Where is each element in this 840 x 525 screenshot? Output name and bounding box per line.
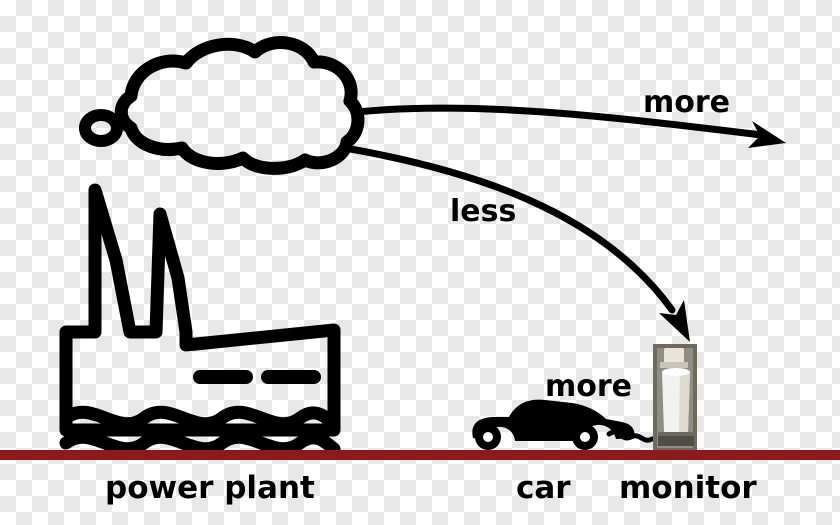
label-more-car: more: [545, 369, 632, 404]
arrow-more-car: [606, 429, 655, 443]
arrow-less: [341, 144, 690, 342]
label-less: less: [450, 194, 516, 229]
label-more-top: more: [643, 85, 730, 120]
label-monitor: monitor: [619, 470, 757, 506]
power-plant-factory: [59, 183, 341, 456]
label-power-plant: power plant: [105, 470, 315, 506]
label-car: car: [516, 470, 571, 506]
smoke-cloud: [79, 36, 365, 175]
ground-line: [0, 450, 840, 460]
car-silhouette: [472, 399, 635, 450]
air-quality-monitor: [653, 344, 697, 452]
arrow-more-top: [352, 104, 786, 148]
